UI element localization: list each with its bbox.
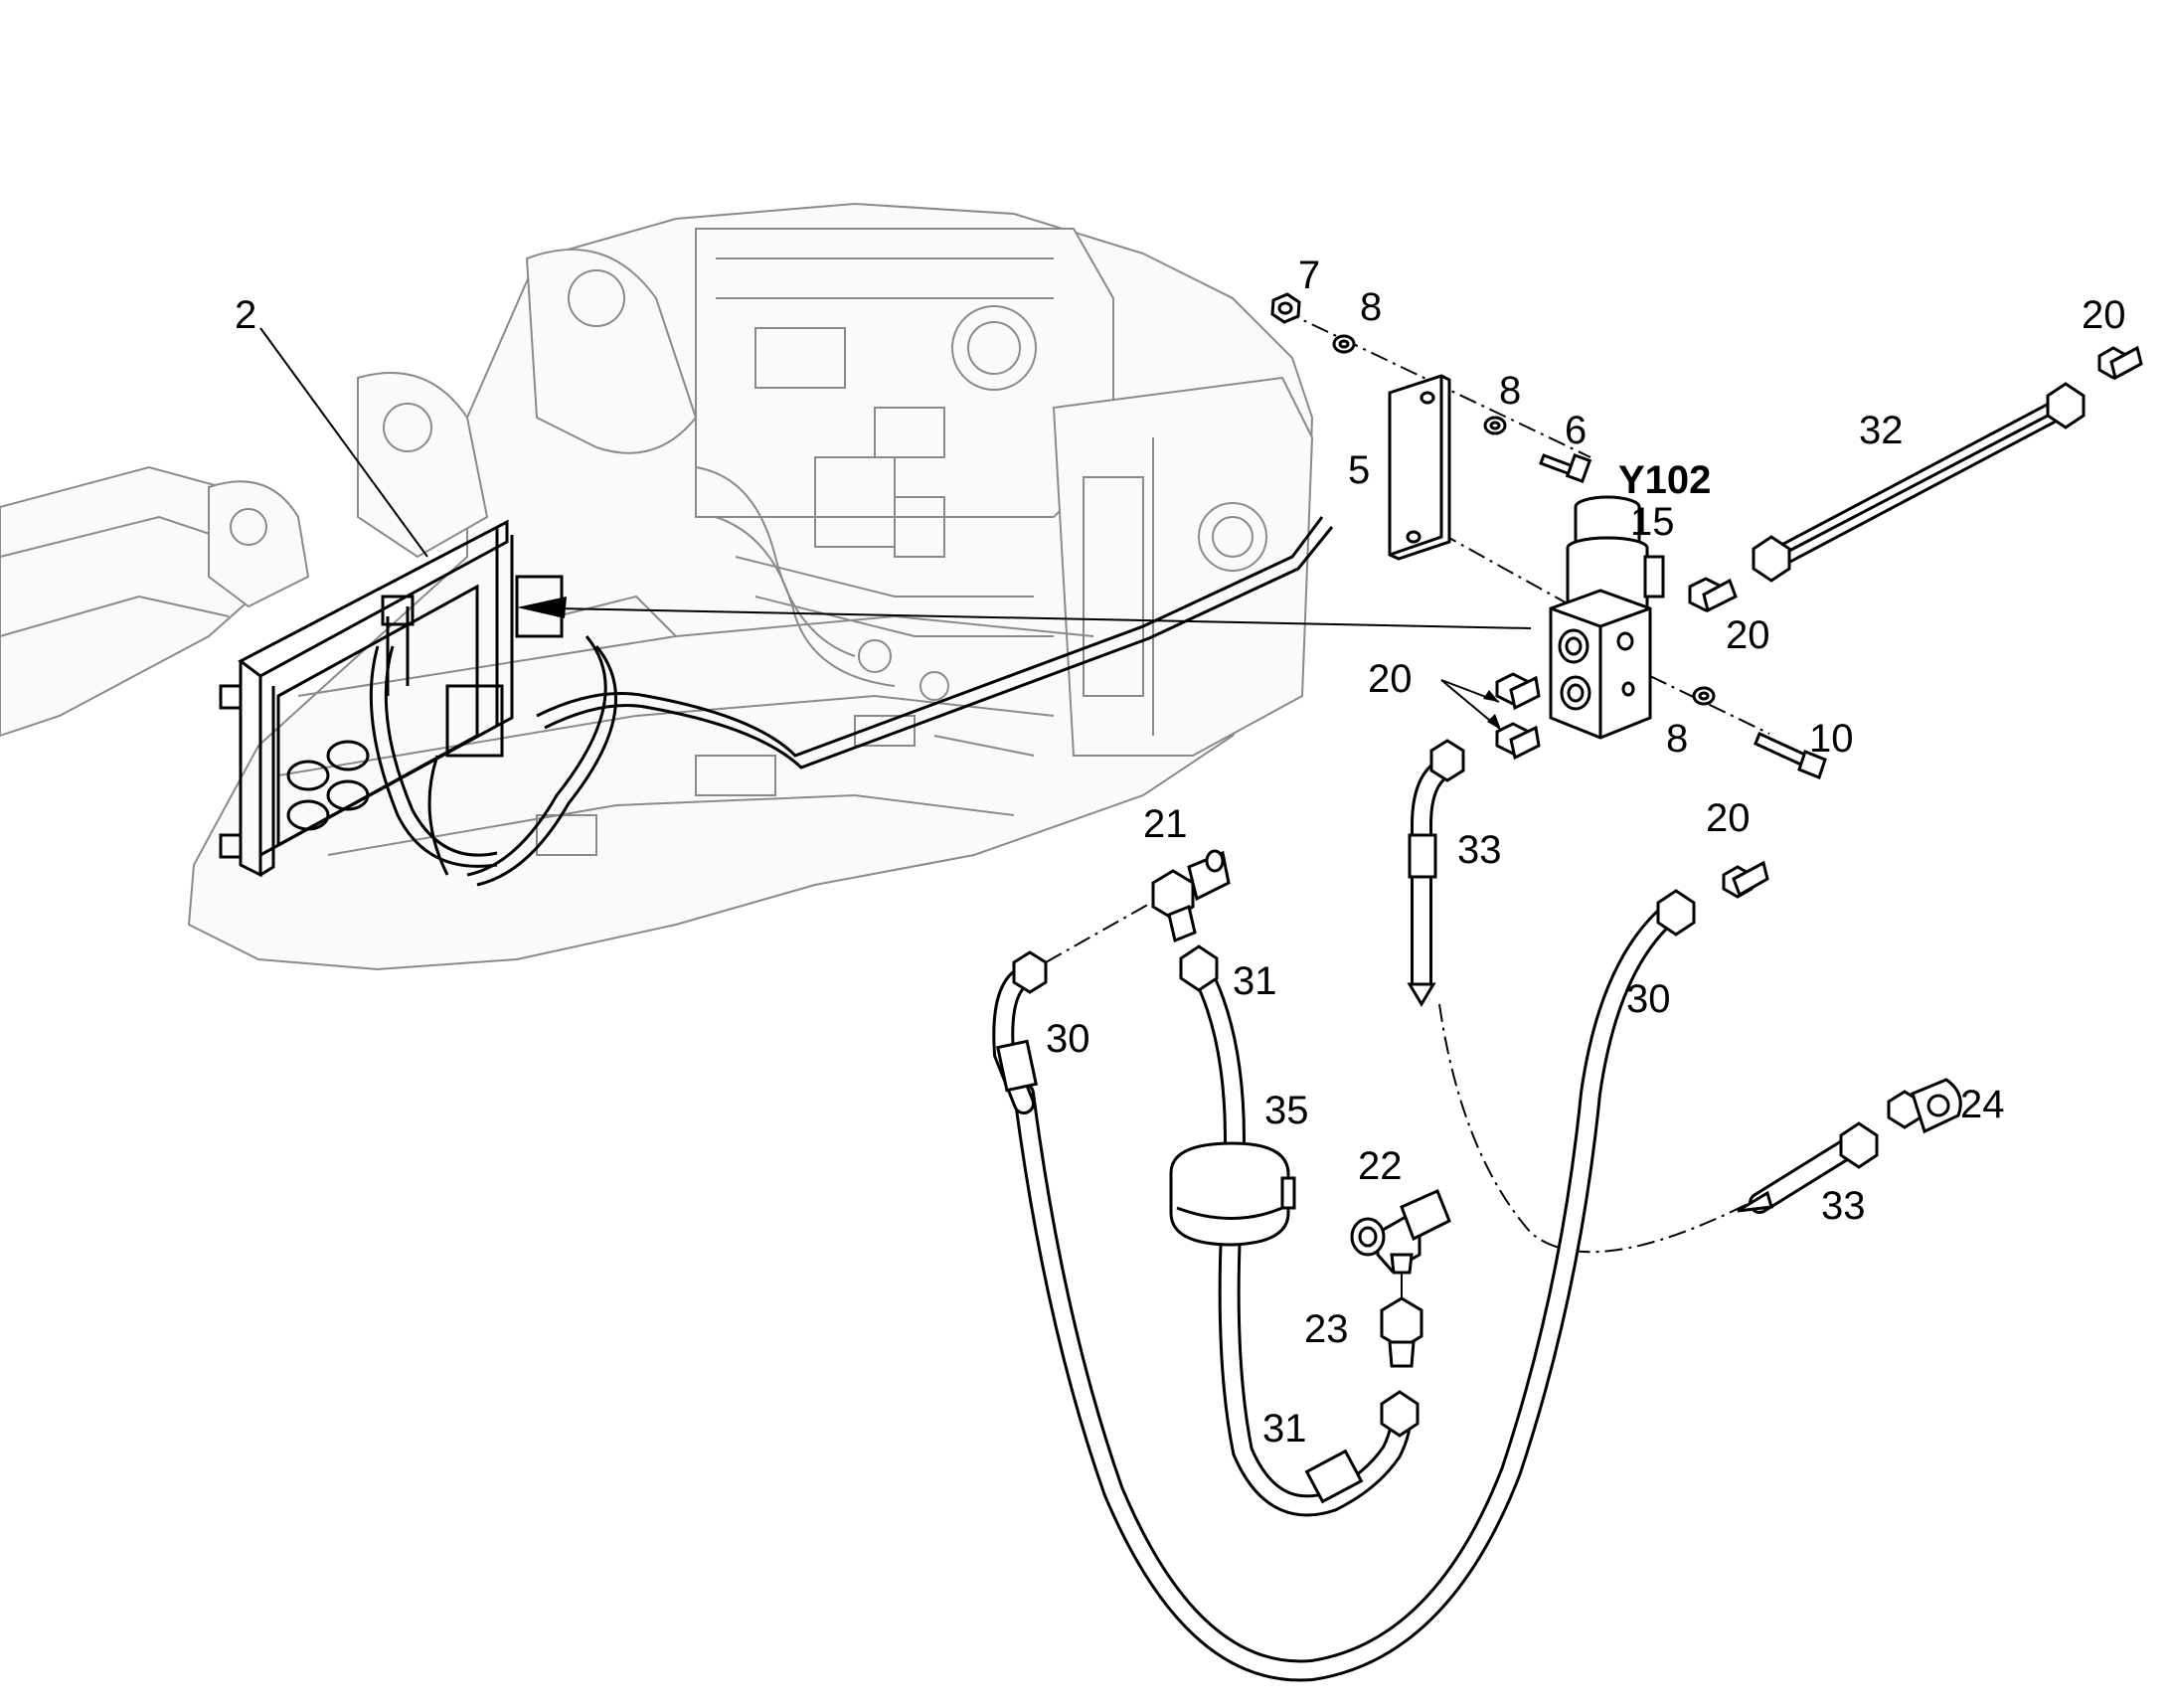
hose-part-33-upper	[1407, 739, 1751, 1254]
location-arrow	[517, 597, 1532, 629]
callout-20-top: 20	[2082, 293, 2126, 337]
bracket-assembly	[1270, 292, 1592, 617]
callout-8-lower: 8	[1666, 717, 1688, 761]
callout-20-right: 20	[1726, 613, 1770, 657]
callout-32: 32	[1859, 409, 1904, 452]
callout-y102: Y102	[1618, 458, 1711, 502]
hose-part-30-right	[1013, 860, 1769, 1682]
callout-23: 23	[1304, 1307, 1349, 1351]
callout-labels: 2 7 8 8 5 6 Y102 15 20 32 20 20 8 10 21 …	[235, 254, 2126, 1451]
callout-8-middle: 8	[1499, 369, 1521, 413]
callout-21: 21	[1143, 802, 1188, 846]
callout-6: 6	[1565, 409, 1587, 452]
mounting-frame-part-2	[219, 327, 1334, 887]
callout-31-upper: 31	[1233, 959, 1277, 1003]
callout-20-lower: 20	[1706, 796, 1751, 840]
bolt-part-10	[1754, 731, 1809, 769]
callout-2: 2	[235, 293, 256, 337]
hose-part-30-left	[992, 884, 1184, 1114]
adapter-part-23	[1380, 1296, 1423, 1368]
tee-fitting-part-22	[1350, 1188, 1451, 1302]
callout-33-upper: 33	[1457, 828, 1502, 872]
fittings-part-20-valve	[1440, 672, 1541, 761]
callout-30-left: 30	[1046, 1017, 1090, 1061]
callout-15: 15	[1630, 500, 1675, 544]
callout-30-right: 30	[1626, 977, 1671, 1021]
machine-frame-background	[0, 202, 1314, 971]
callout-7: 7	[1298, 254, 1320, 297]
callout-5: 5	[1348, 448, 1370, 492]
hose-part-33-lower	[1737, 1078, 1962, 1214]
callout-20-left: 20	[1368, 657, 1413, 701]
callout-10: 10	[1809, 717, 1854, 761]
callout-33-lower: 33	[1821, 1184, 1866, 1228]
tee-fitting-part-21	[1151, 849, 1231, 943]
bolt-assembly-lower	[1649, 675, 1827, 779]
callout-22: 22	[1358, 1144, 1403, 1188]
callout-35: 35	[1264, 1089, 1309, 1132]
callout-31-lower: 31	[1262, 1407, 1307, 1451]
callout-24: 24	[1960, 1083, 2005, 1126]
hose-part-32	[1752, 345, 2143, 583]
hose-part-31	[1179, 944, 1420, 1517]
solenoid-valve-y102	[1549, 495, 1665, 740]
fitting-part-20-right	[1688, 577, 1738, 613]
callout-8-upper: 8	[1360, 285, 1382, 329]
clamp-part-35	[1169, 1141, 1296, 1247]
